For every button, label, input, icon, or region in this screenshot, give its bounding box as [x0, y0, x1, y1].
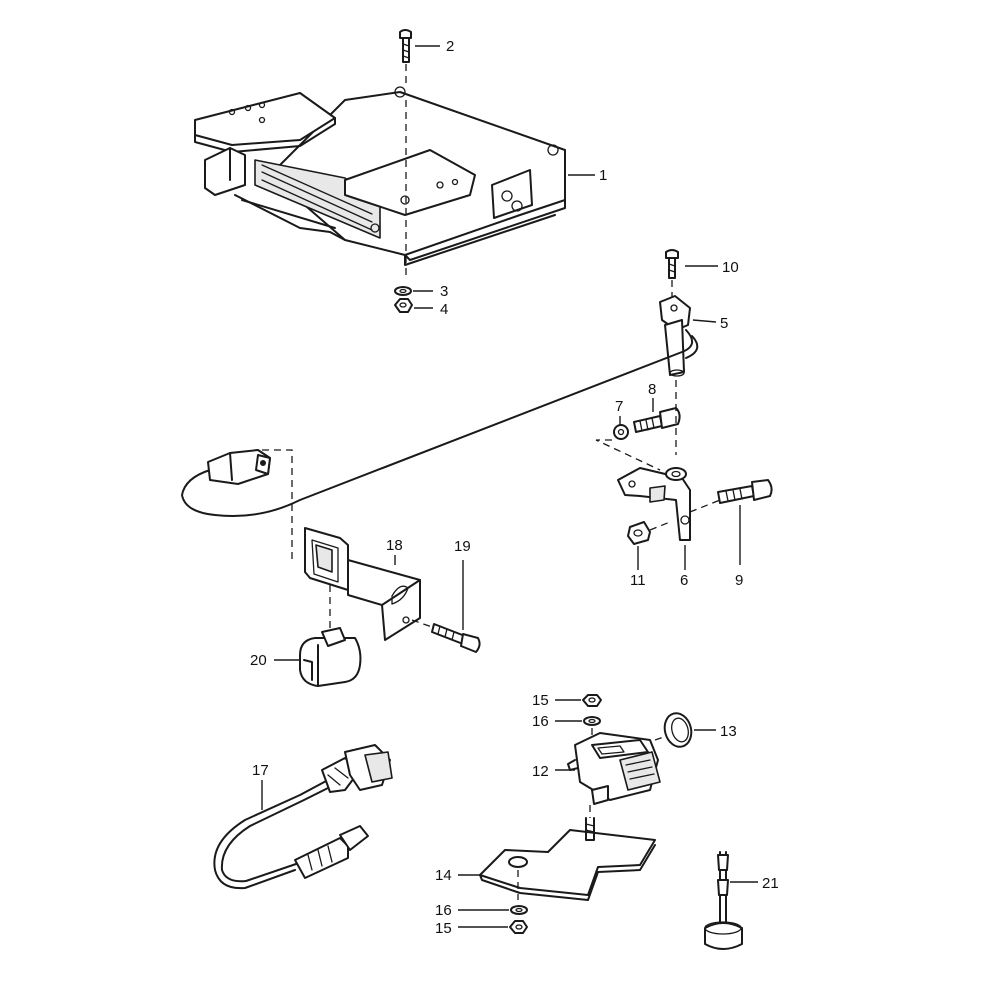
- label-8: 8: [648, 381, 656, 398]
- label-18: 18: [386, 537, 403, 554]
- bolt-9: [717, 479, 773, 504]
- screw-top: [399, 29, 412, 85]
- speed-sensor: [181, 295, 699, 517]
- label-7: 7: [615, 398, 623, 415]
- part-labels: 2 1 3 4 10 5 7 8 11 6 9 18 19 20 15 16 1…: [250, 38, 779, 937]
- alignment-line-plug: [262, 449, 293, 560]
- cap-11: [627, 521, 671, 545]
- label-16-bottom: 16: [435, 902, 452, 919]
- label-5: 5: [720, 315, 728, 332]
- connector-pins: [261, 164, 373, 231]
- label-3: 3: [440, 283, 448, 300]
- label-14: 14: [435, 867, 452, 884]
- bracket-plate-14: [479, 805, 656, 901]
- label-19: 19: [454, 538, 471, 555]
- bracket-18: [304, 527, 421, 641]
- washer-16-top: [583, 716, 601, 726]
- label-13: 13: [720, 723, 737, 740]
- washer-3: [394, 286, 412, 296]
- label-9: 9: [735, 572, 743, 589]
- clip-20: [299, 627, 362, 687]
- probe-21: [704, 851, 743, 950]
- pressure-sensor-12: [567, 732, 661, 805]
- washer-7: [613, 424, 629, 440]
- label-11: 11: [630, 572, 646, 589]
- ring-13: [654, 712, 693, 748]
- label-16-top: 16: [532, 713, 549, 730]
- cable-assembly-17: [213, 744, 393, 890]
- label-10: 10: [722, 259, 739, 276]
- label-4: 4: [440, 301, 448, 318]
- screw-10: [665, 249, 679, 298]
- label-6: 6: [680, 572, 688, 589]
- bolt-19: [411, 619, 481, 653]
- leader-lines: [261, 45, 758, 928]
- label-12: 12: [532, 763, 549, 780]
- nut-4: [394, 298, 413, 313]
- label-20: 20: [250, 652, 267, 669]
- label-2: 2: [446, 38, 454, 55]
- label-1: 1: [599, 167, 607, 184]
- mounting-bracket-6: [617, 467, 721, 541]
- nut-15-top: [582, 694, 602, 707]
- label-15-top: 15: [532, 692, 549, 709]
- nut-15-bottom: [509, 920, 528, 934]
- washer-16-bottom: [510, 905, 528, 915]
- bolt-8: [633, 407, 681, 433]
- alignment-line-mount: [595, 439, 661, 471]
- label-15-bottom: 15: [435, 920, 452, 937]
- label-21: 21: [762, 875, 779, 892]
- label-17: 17: [252, 762, 269, 779]
- control-unit: [194, 86, 566, 266]
